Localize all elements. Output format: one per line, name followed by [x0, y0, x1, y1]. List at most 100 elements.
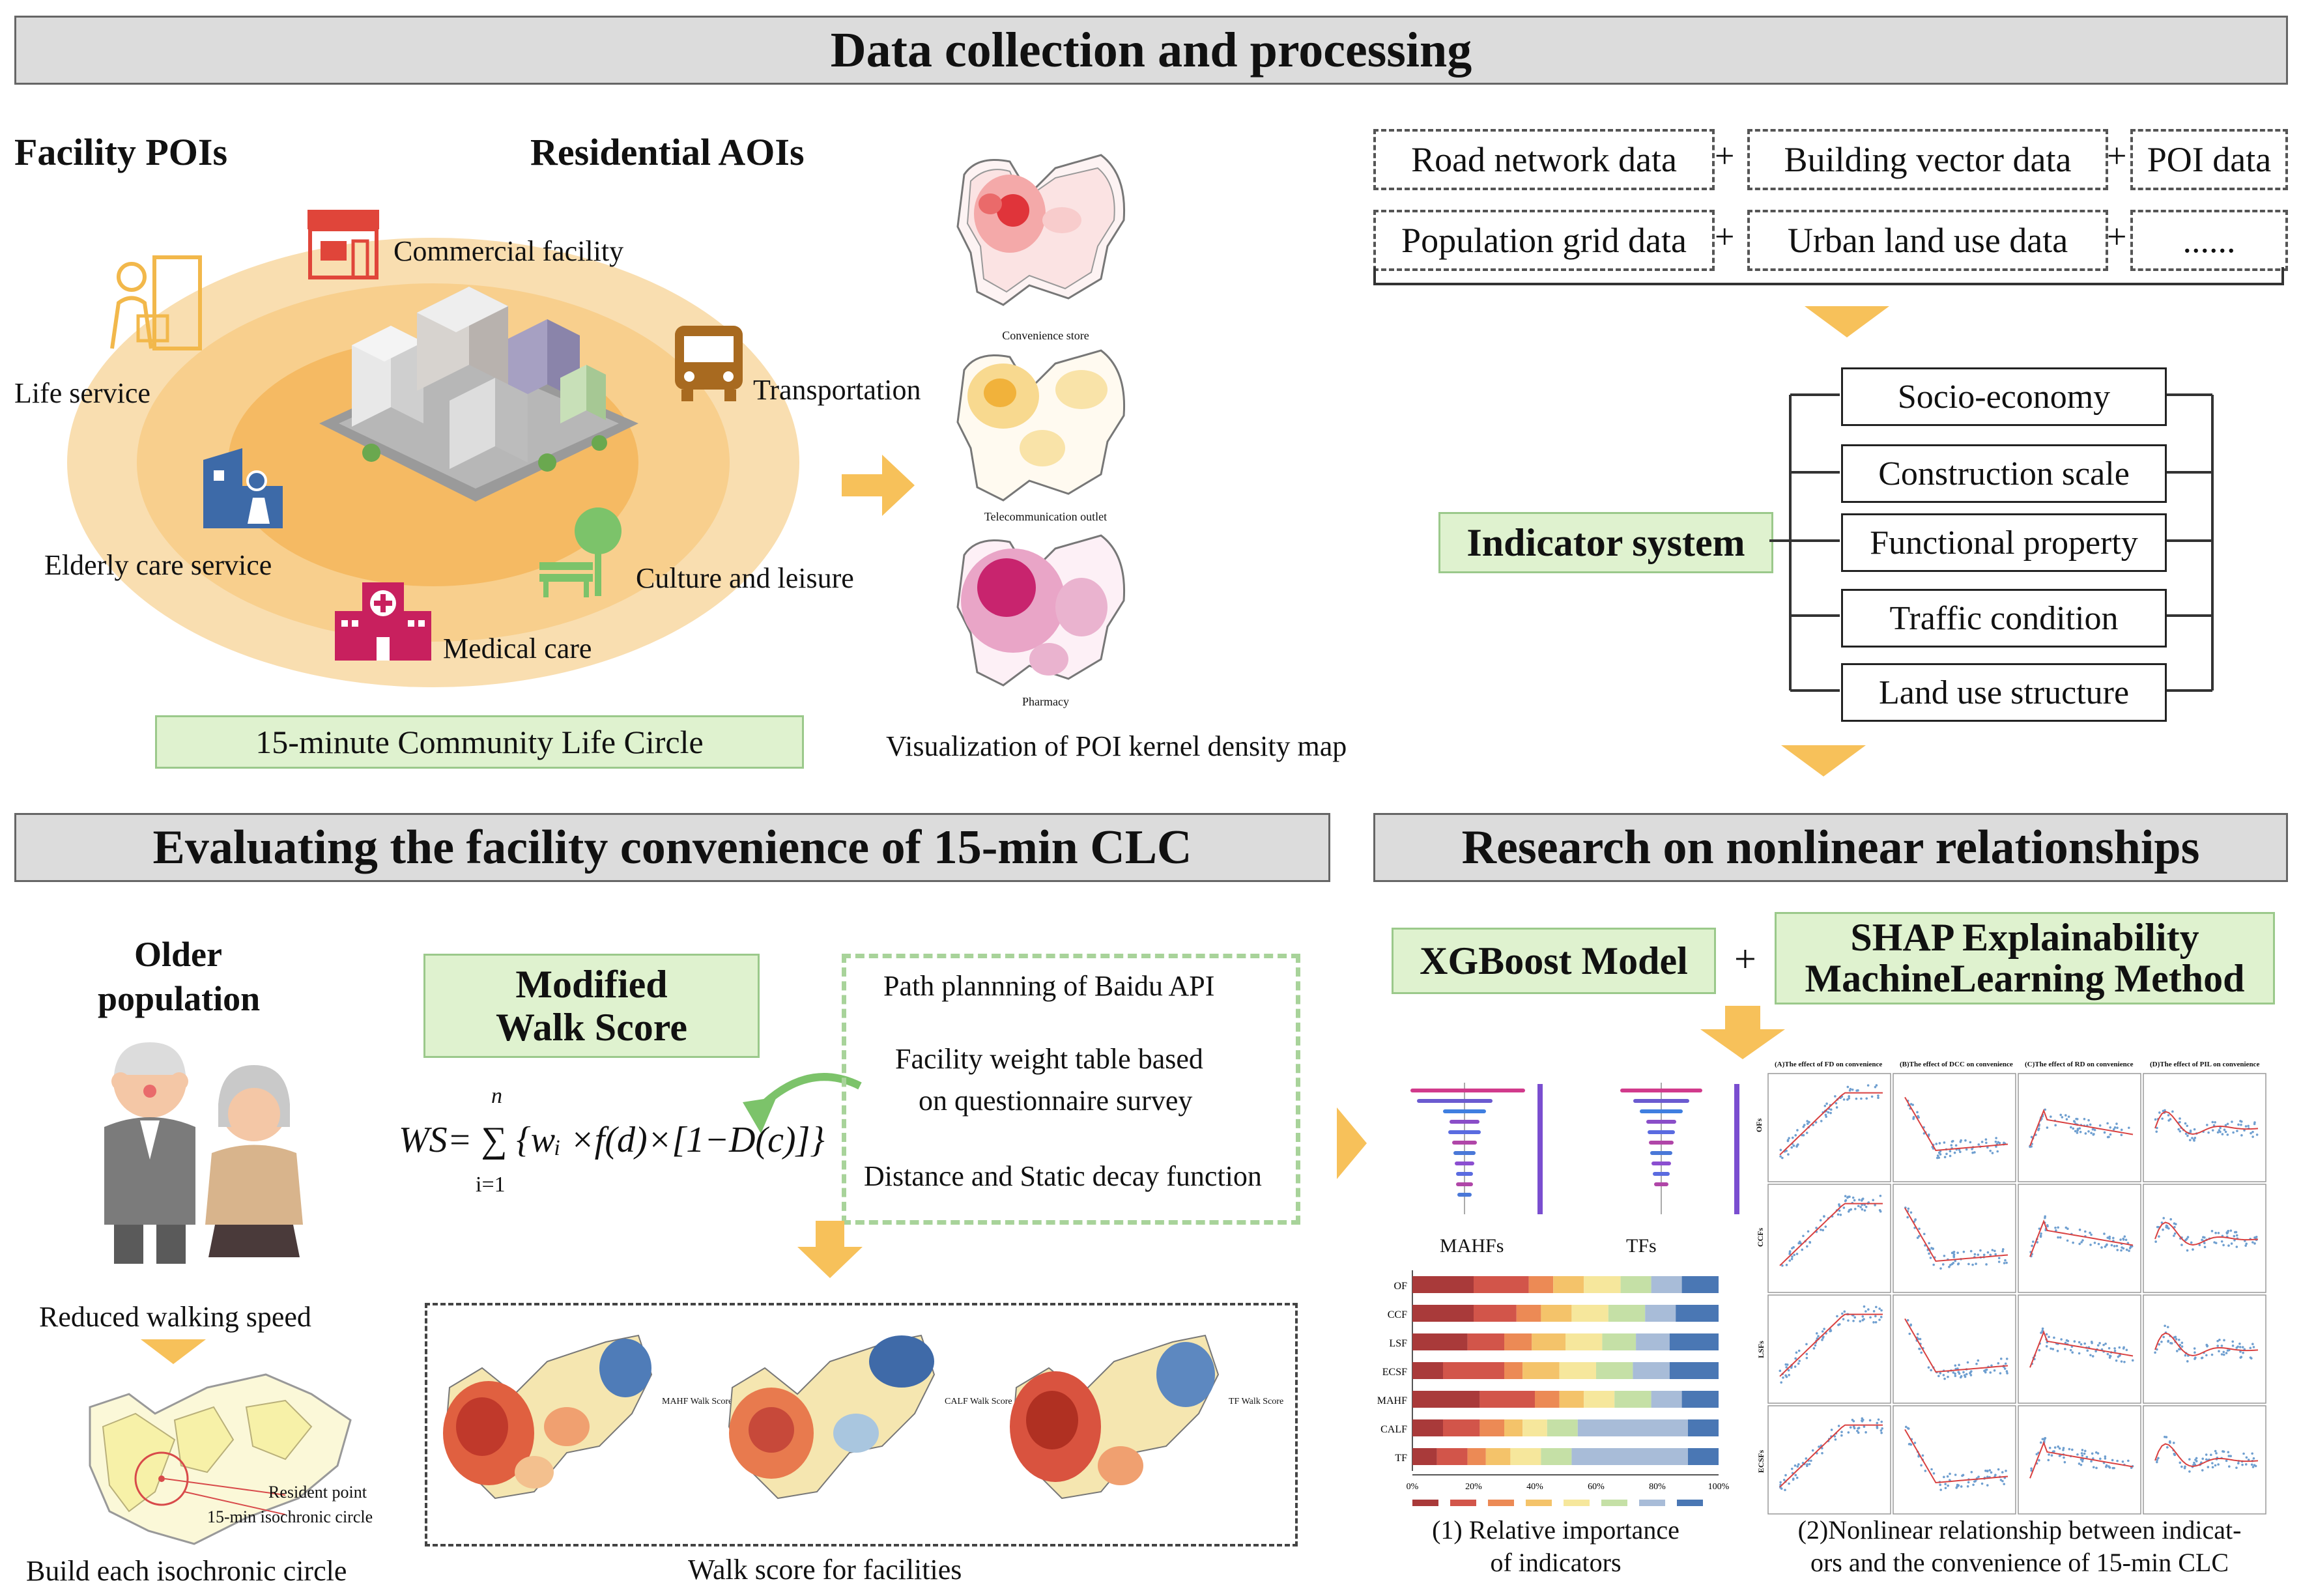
bottom-left-title: Evaluating the facility convenience of 1…: [14, 813, 1330, 882]
chart-legend-swatch: [1677, 1500, 1703, 1506]
scatter-point: [2100, 1246, 2103, 1249]
scatter-point: [2222, 1353, 2225, 1356]
scatter-point: [2229, 1455, 2232, 1458]
method-item-3: on questionnaire survey: [919, 1085, 1193, 1117]
scatter-point: [1917, 1234, 1921, 1238]
row-label-lsfs: LSFs: [1756, 1341, 1765, 1358]
scatter-point: [2053, 1446, 2057, 1449]
scatter-point: [2128, 1249, 2130, 1252]
scatter-point: [2003, 1483, 2005, 1485]
scatter-point: [2205, 1124, 2208, 1126]
chart-bar-segment: [1443, 1362, 1504, 1379]
scatter-point: [2128, 1126, 2130, 1130]
scatter-point: [1790, 1146, 1794, 1149]
scatter-point: [1797, 1362, 1800, 1365]
scatter-point: [2175, 1350, 2179, 1352]
scatter-point: [1822, 1336, 1825, 1339]
scatter-point: [1796, 1129, 1799, 1132]
scatter-point: [1846, 1196, 1849, 1199]
scatter-point: [1995, 1137, 1997, 1139]
scatter-point: [2162, 1335, 2165, 1339]
scatter-point: [1989, 1253, 1992, 1257]
resident-point-label: Resident point: [268, 1483, 367, 1502]
indicator-socio-economy: Socio-economy: [1841, 367, 2167, 426]
scatter-point: [2251, 1343, 2254, 1346]
scatter-point: [1964, 1139, 1967, 1142]
scatter-point: [1869, 1316, 1872, 1319]
walk-score-map-calf: [728, 1334, 936, 1500]
arrow-right-icon-2: [1337, 1107, 1367, 1179]
commercial-facility-label: Commercial facility: [393, 235, 624, 267]
chart-bar-segment: [1532, 1333, 1565, 1350]
scatter-point: [1937, 1151, 1941, 1154]
scatter-point: [2211, 1466, 2214, 1469]
scatter-point: [1997, 1261, 2001, 1263]
scatter-point: [1808, 1240, 1811, 1244]
scatter-point: [2210, 1453, 2212, 1457]
scatter-point: [1973, 1151, 1976, 1154]
scatter-point: [2165, 1436, 2168, 1438]
scatter-panel: [2018, 1294, 2141, 1404]
chart-bar-segment: [1504, 1333, 1532, 1350]
scatter-point: [1986, 1251, 1990, 1254]
scatter-point: [2210, 1230, 2214, 1233]
scatter-point: [2193, 1347, 2196, 1350]
scatter-point: [2183, 1466, 2186, 1470]
chart-bar-segment: [1412, 1276, 1474, 1293]
scatter-point: [2001, 1250, 2004, 1253]
scatter-point: [2076, 1128, 2079, 1130]
scatter-point: [2054, 1227, 2057, 1229]
arrow-right-icon: [842, 455, 915, 516]
scatter-point: [2186, 1249, 2189, 1252]
scatter-point: [1920, 1351, 1923, 1354]
scatter-point: [1936, 1154, 1939, 1157]
scatter-panel: [1767, 1073, 1891, 1182]
scatter-point: [2117, 1355, 2120, 1358]
scatter-point: [1794, 1464, 1797, 1467]
scatter-point: [2237, 1462, 2240, 1465]
scatter-point: [1784, 1489, 1786, 1492]
kernel-map-label-telecom: Telecommunication outlet: [984, 510, 1108, 523]
scatter-point: [1861, 1419, 1864, 1423]
scatter-point: [2250, 1463, 2253, 1466]
scatter-point: [1860, 1199, 1863, 1202]
chart-bar-segment: [1669, 1362, 1719, 1379]
scatter-point: [1827, 1111, 1830, 1114]
scatter-point: [1969, 1249, 1973, 1253]
scatter-point: [2173, 1232, 2177, 1235]
scatter-point: [1805, 1464, 1808, 1467]
walk-score-map-tf: [1010, 1334, 1220, 1500]
scatter-point: [1967, 1481, 1970, 1484]
scatter-point: [1824, 1225, 1827, 1228]
scatter-point: [1991, 1152, 1994, 1154]
scatter-point: [2062, 1447, 2065, 1449]
scatter-point: [2227, 1244, 2230, 1247]
scatter-panel: [1893, 1405, 2016, 1515]
scatter-point: [1842, 1318, 1845, 1320]
reduced-walking-speed: Reduced walking speed: [39, 1301, 311, 1333]
scatter-point: [2057, 1445, 2060, 1448]
scatter-point: [2087, 1130, 2090, 1133]
scatter-point: [2090, 1233, 2093, 1236]
scatter-point: [2238, 1342, 2241, 1345]
chart-bar-segment: [1436, 1448, 1468, 1465]
scatter-point: [2083, 1342, 2086, 1345]
scatter-point: [2233, 1239, 2236, 1242]
scatter-point: [1943, 1255, 1946, 1257]
scatter-point: [1844, 1199, 1848, 1202]
chart-bar-segment: [1474, 1305, 1517, 1322]
scatter-point: [2231, 1340, 2235, 1343]
scatter-panel: [1767, 1405, 1891, 1515]
scatter-point: [2230, 1242, 2233, 1245]
scatter-point: [2193, 1461, 2195, 1464]
scatter-point: [2050, 1347, 2052, 1350]
scatter-point: [1990, 1471, 1993, 1474]
scatter-point: [2080, 1241, 2083, 1244]
scatter-point: [2184, 1132, 2188, 1135]
scatter-point: [1881, 1427, 1883, 1430]
scatter-point: [1952, 1371, 1955, 1374]
scatter-point: [2255, 1236, 2258, 1238]
scatter-point: [2171, 1110, 2174, 1113]
panel-title-a: (A)The effect of FD on convenience: [1775, 1061, 1883, 1068]
modified-walk-score-box: Modified Walk Score: [423, 954, 760, 1058]
